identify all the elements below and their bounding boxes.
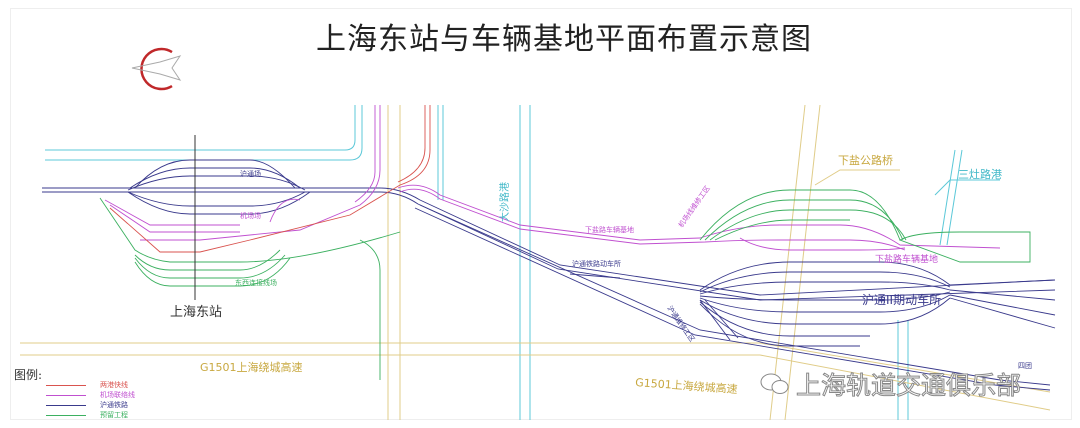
label-xiayan-depot-1: 下盐路车辆基地 (585, 225, 634, 234)
legend-label: 两港快线 (100, 381, 128, 389)
watermark-text: 上海轨道交通俱乐部 (795, 371, 1022, 401)
hutong-railway (42, 159, 1056, 391)
label-airport-yard: 机场场 (240, 211, 261, 220)
two-ports-express (109, 105, 431, 253)
label-sanzao-port: 三灶路港 (958, 168, 1002, 181)
label-dasha-port: 大沙路港 (498, 182, 511, 222)
diagram-frame (10, 8, 1072, 420)
label-hutong-emu-2: 沪通II期动车所 (862, 292, 941, 307)
label-hutong-yard: 沪通场 (240, 169, 261, 178)
label-airport-maintenance: 机场线维修工区 (676, 184, 711, 229)
label-hutong-emu: 沪通铁路动车所 (572, 259, 621, 268)
legend-item: 机场联络线 (46, 390, 135, 400)
legend-label: 沪通铁路 (100, 401, 128, 409)
page-title: 上海东站与车辆基地平面布置示意图 (316, 22, 812, 57)
wechat-icon (760, 373, 789, 394)
airport-link-line (104, 105, 1001, 251)
legend-item: 沪通铁路 (46, 400, 128, 410)
watermark: 上海轨道交通俱乐部 (760, 366, 1022, 402)
rivers (45, 105, 1000, 420)
label-east-west-yard: 东西连接线场 (235, 278, 277, 287)
label-situan: 四团 (1018, 362, 1032, 370)
roads (20, 104, 1051, 421)
legend-title: 图例: (14, 368, 43, 382)
label-station: 上海东站 (170, 305, 222, 320)
label-xiayan-bridge: 下盐公路桥 (838, 154, 893, 167)
label-highway-2: G1501上海绕城高速 (635, 375, 738, 396)
reserved-works (99, 189, 1031, 380)
label-highway-1: G1501上海绕城高速 (200, 360, 303, 374)
logo-icon (131, 47, 182, 91)
legend-label: 机场联络线 (100, 391, 135, 399)
legend-item: 预留工程 (46, 410, 128, 420)
label-xiayan-depot-2: 下盐路车辆基地 (875, 253, 938, 265)
legend-item: 两港快线 (46, 380, 128, 390)
legend-label: 预留工程 (100, 411, 128, 419)
